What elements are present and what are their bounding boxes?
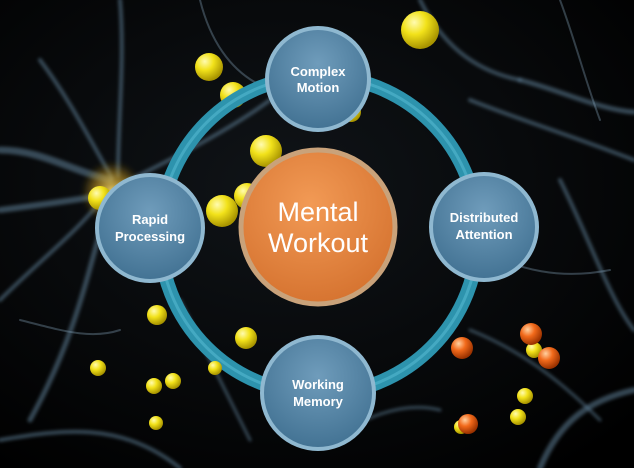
yellow-ball bbox=[206, 195, 238, 227]
yellow-ball bbox=[165, 373, 181, 389]
yellow-ball bbox=[510, 409, 526, 425]
yellow-ball bbox=[149, 416, 163, 430]
node-rapid-processing-line2: Processing bbox=[115, 229, 185, 244]
yellow-ball bbox=[146, 378, 162, 394]
yellow-ball bbox=[90, 360, 106, 376]
orange-ball bbox=[451, 337, 473, 359]
yellow-ball bbox=[526, 342, 542, 358]
node-working-memory-line1: Working bbox=[292, 377, 344, 392]
yellow-ball bbox=[195, 53, 223, 81]
yellow-ball bbox=[517, 388, 533, 404]
yellow-ball bbox=[250, 135, 282, 167]
orange-ball bbox=[520, 323, 542, 345]
yellow-ball bbox=[401, 11, 439, 49]
node-working-memory-line2: Memory bbox=[293, 394, 344, 409]
orange-ball bbox=[458, 414, 478, 434]
node-complex-motion-line2: Motion bbox=[297, 80, 340, 95]
node-rapid-processing: Rapid Processing bbox=[95, 173, 205, 283]
node-distributed-attention-line1: Distributed bbox=[450, 210, 519, 225]
center-title-line2: Workout bbox=[268, 228, 369, 258]
center-title-line1: Mental bbox=[277, 197, 358, 227]
node-complex-motion: Complex Motion bbox=[265, 26, 371, 132]
node-rapid-processing-line1: Rapid bbox=[132, 212, 168, 227]
yellow-ball bbox=[208, 361, 222, 375]
node-working-memory: Working Memory bbox=[260, 335, 376, 451]
node-complex-motion-line1: Complex bbox=[291, 64, 347, 79]
orange-balls bbox=[451, 323, 560, 434]
node-distributed-attention: Distributed Attention bbox=[429, 172, 539, 282]
yellow-ball bbox=[147, 305, 167, 325]
yellow-ball bbox=[235, 327, 257, 349]
orange-ball bbox=[538, 347, 560, 369]
node-distributed-attention-line2: Attention bbox=[455, 227, 512, 242]
center-node: Mental Workout bbox=[238, 147, 398, 307]
